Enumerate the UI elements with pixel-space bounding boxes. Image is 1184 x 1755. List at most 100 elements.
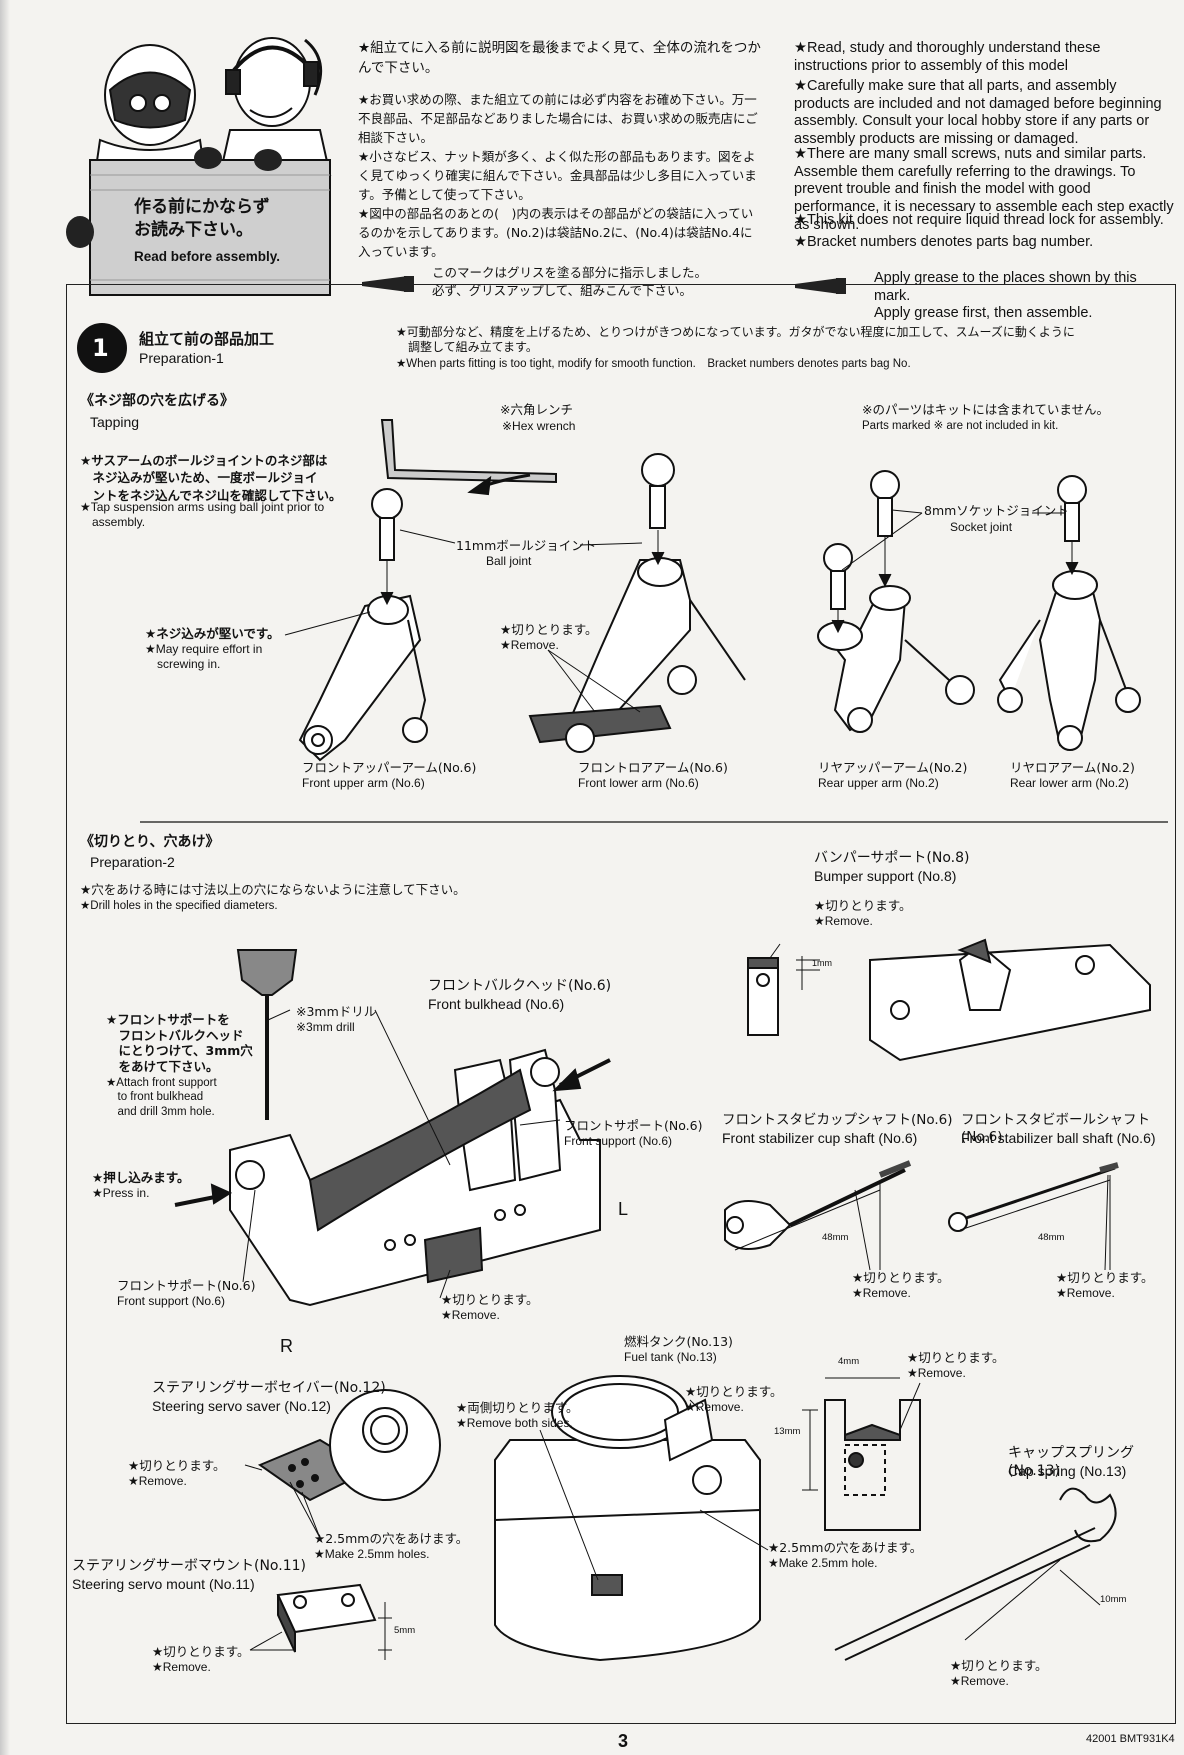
bumper-remove-jp: ★切りとります。 (814, 898, 912, 913)
saver-holes-en: ★Make 2.5mm holes. (314, 1547, 430, 1561)
bumper-jp: バンパーサポート(No.8) (814, 850, 970, 866)
tapping-heading-jp: 《ネジ部の穴を広げる》 (80, 393, 234, 409)
bumper-en: Bumper support (No.8) (814, 868, 957, 884)
front-support-jp-2: フロントサポート(No.6) (117, 1278, 256, 1293)
effort-note-jp: ★ネジ込みが堅いです。 (145, 626, 280, 641)
bulkhead-en: Front bulkhead (No.6) (428, 996, 565, 1012)
prep2-note-jp: ★穴をあける時には寸法以上の穴にならないように注意して下さい。 (80, 882, 466, 897)
tank-hole-en: ★Make 2.5mm hole. (768, 1556, 878, 1570)
step-title-jp: 組立て前の部品加工 (139, 330, 275, 348)
both-sides-en: ★Remove both sides. (456, 1416, 573, 1430)
attach-note-jp: ★フロントサポートを フロントバルクヘッド にとりつけて、3mm穴 をあけて下さ… (106, 1012, 253, 1074)
cap-spring-en: Cap spring (No.13) (1008, 1463, 1127, 1479)
tank-remove-jp: ★切りとります。 (685, 1384, 783, 1399)
tapping-heading-en: Tapping (90, 414, 140, 430)
effort-note-en: ★May require effort in screwing in. (145, 642, 263, 672)
mount-remove-en: ★Remove. (152, 1660, 211, 1674)
letter-l: L (618, 1199, 629, 1219)
header-jp-intro: ★組立てに入る前に説明図を最後までよく見て、全体の流れをつかんで下さい。 (358, 40, 761, 77)
step-1-panel (66, 284, 1176, 1724)
arm-label-jp: リヤロアアーム(No.2) (1010, 760, 1135, 775)
servo-mount-en: Steering servo mount (No.11) (72, 1576, 255, 1592)
header-en-2: ★Carefully make sure that all parts, and… (794, 78, 1162, 148)
ball-joint-en: Ball joint (486, 554, 532, 568)
bulkhead-remove-en: ★Remove. (441, 1308, 500, 1322)
mount-remove-jp: ★切りとります。 (152, 1644, 250, 1659)
tank-hole-jp: ★2.5mmの穴をあけます。 (768, 1540, 923, 1555)
cap-spring-jp: キャップスプリング(No.13) (1008, 1445, 1134, 1479)
header-en-5: ★Bracket numbers denotes parts bag numbe… (794, 234, 1094, 250)
drill-en: ※3mm drill (296, 1020, 355, 1034)
saver-holes-jp: ★2.5mmの穴をあけます。 (314, 1531, 469, 1546)
both-sides-jp: ★両側切りとります。 (456, 1400, 579, 1415)
letter-r: R (280, 1336, 293, 1356)
cup-shaft-jp: フロントスタビカップシャフト(No.6) (722, 1112, 953, 1128)
prep2-heading-en: Preparation-2 (90, 854, 175, 870)
press-in-en: ★Press in. (92, 1186, 150, 1200)
saver-remove-en: ★Remove. (128, 1474, 187, 1488)
header-en-4: ★This kit does not require liquid thread… (794, 212, 1164, 228)
header-en-1: ★Read, study and thoroughly understand t… (794, 40, 1101, 74)
scan-edge (0, 0, 10, 1755)
front-support-jp: フロントサポート(No.6) (564, 1118, 703, 1133)
spring-remove-en: ★Remove. (950, 1674, 1009, 1688)
drill-jp: ※3mmドリル (296, 1004, 377, 1019)
sign-text-en: Read before assembly. (134, 249, 281, 264)
remove-note-jp: ★切りとります。 (500, 622, 598, 637)
page-number: 3 (618, 1731, 629, 1751)
arm-label-en: Front upper arm (No.6) (302, 776, 425, 790)
fuel-tank-jp: 燃料タンク(No.13) (624, 1334, 733, 1349)
arm-label-jp: フロントロアアーム(No.6) (578, 760, 728, 775)
front-support-en-2: Front support (No.6) (117, 1294, 226, 1308)
ball-remove-jp: ★切りとります。 (1056, 1270, 1154, 1285)
servo-saver-jp: ステアリングサーボセイバー(No.12) (152, 1380, 386, 1396)
spring-remove-jp: ★切りとります。 (950, 1658, 1048, 1673)
remove-note-en: ★Remove. (500, 638, 559, 652)
header-jp-body: ★お買い求めの際、また組立ての前には必ず内容をお確め下さい。万一不良部品、不足部… (358, 92, 758, 259)
hex-wrench-en: ※Hex wrench (502, 419, 576, 433)
not-included-jp: ※のパーツはキットには含まれていません。 (862, 402, 1109, 417)
ball-shaft-en: Front stabilizer ball shaft (No.6) (961, 1130, 1156, 1146)
press-in-jp: ★押し込みます。 (92, 1170, 190, 1185)
not-included-en: Parts marked ※ are not included in kit. (862, 420, 1059, 432)
dim-48mm: 48mm (1038, 1232, 1065, 1243)
front-support-en: Front support (No.6) (564, 1134, 673, 1148)
header-en-3: ★There are many small screws, nuts and s… (794, 146, 1174, 233)
cup-shaft-en: Front stabilizer cup shaft (No.6) (722, 1130, 918, 1146)
arm-label-en: Rear lower arm (No.2) (1010, 776, 1129, 790)
step-number: 1 (92, 334, 109, 362)
tapping-note-jp: ★サスアームのボールジョイントのネジ部は ネジ込みが堅いため、一度ボールジョイ … (80, 453, 342, 503)
cup-remove-en: ★Remove. (852, 1286, 911, 1300)
header-jp-grease: このマークはグリスを塗る部分に指示しました。 必ず、グリスアップして、組みこんで… (432, 265, 708, 299)
hex-wrench-jp: ※六角レンチ (500, 402, 573, 417)
bulkhead-jp: フロントバルクヘッド(No.6) (428, 978, 612, 994)
arm-label-jp: リヤアッパーアーム(No.2) (818, 760, 968, 775)
ball-shaft-jp: フロントスタビボールシャフト(No.6) (961, 1112, 1150, 1146)
prep2-heading-jp: 《切りとり、穴あけ》 (80, 834, 220, 850)
prep2-note-en: ★Drill holes in the specified diameters. (80, 900, 278, 912)
dim-1mm: 1mm (812, 958, 832, 968)
dim-5mm: 5mm (394, 1625, 416, 1636)
attach-note-en: ★Attach front support to front bulkhead … (106, 1077, 217, 1118)
tank-remove-en: ★Remove. (685, 1400, 744, 1414)
detail-remove-en: ★Remove. (907, 1366, 966, 1380)
step-title-en: Preparation-1 (139, 350, 224, 366)
dim-13mm: 13mm (774, 1426, 801, 1437)
arm-label-en: Rear upper arm (No.2) (818, 776, 939, 790)
bulkhead-remove-jp: ★切りとります。 (441, 1292, 539, 1307)
tapping-note-en: ★Tap suspension arms using ball joint pr… (80, 500, 325, 530)
step-note-en: ★When parts fitting is too tight, modify… (396, 358, 911, 370)
cup-remove-jp: ★切りとります。 (852, 1270, 950, 1285)
document-code: 42001 BMT931K4 (1086, 1733, 1175, 1745)
arm-label-jp: フロントアッパーアーム(No.6) (302, 760, 477, 775)
detail-remove-jp: ★切りとります。 (907, 1350, 1005, 1365)
dim-4mm: 4mm (838, 1356, 860, 1367)
ball-joint-jp: 11mmボールジョイント (456, 538, 597, 553)
step-note-jp: ★可動部分など、精度を上げるため、とりつけがきつめになっています。ガタがでない程… (396, 325, 1075, 355)
servo-mount-jp: ステアリングサーボマウント(No.11) (72, 1558, 306, 1574)
bumper-remove-en: ★Remove. (814, 914, 873, 928)
servo-saver-en: Steering servo saver (No.12) (152, 1398, 331, 1414)
dim-10mm: 10mm (1100, 1594, 1127, 1605)
fuel-tank-en: Fuel tank (No.13) (624, 1350, 717, 1364)
socket-joint-jp: 8mmソケットジョイント (924, 503, 1069, 518)
